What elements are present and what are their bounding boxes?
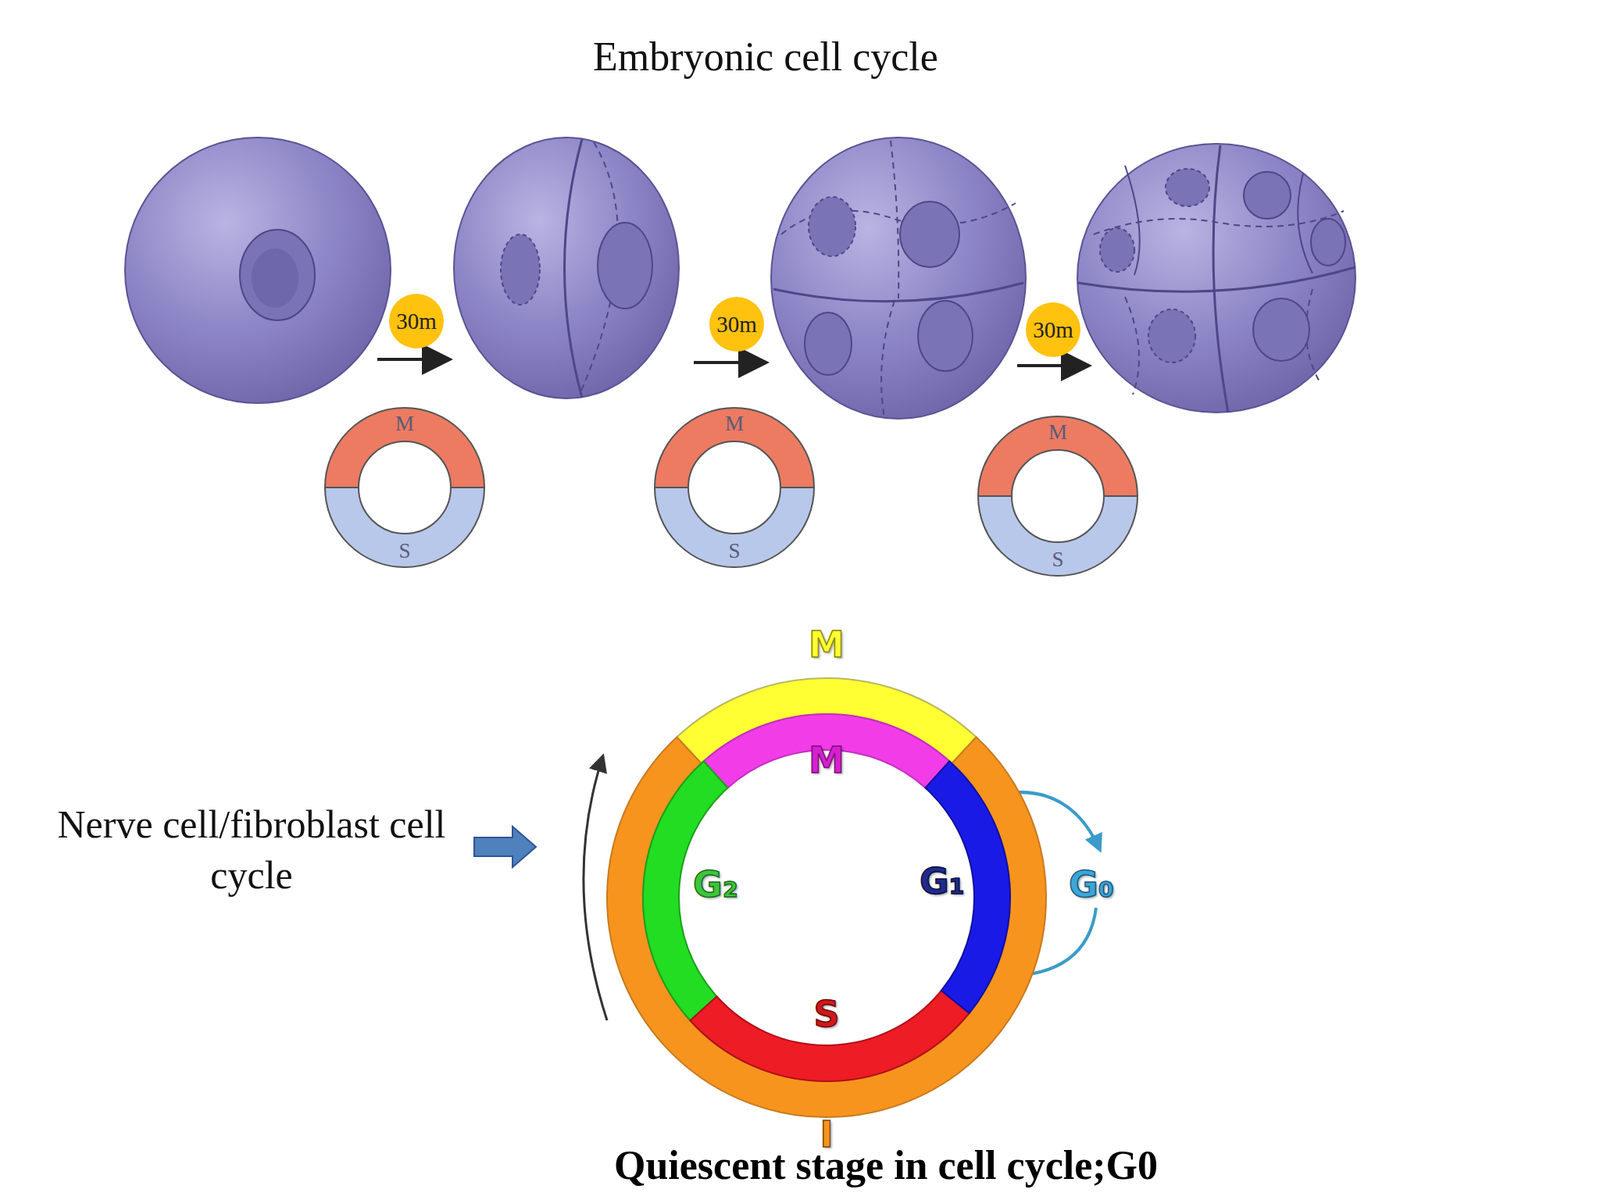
ring-segment xyxy=(325,487,485,568)
nucleus xyxy=(808,196,856,257)
g1-phase-band-shape xyxy=(588,659,1065,1136)
phase-label: S xyxy=(813,992,840,1036)
nucleus xyxy=(1310,218,1346,266)
nucleus-core xyxy=(251,248,299,308)
ring-segment xyxy=(325,407,485,488)
nucleus xyxy=(1148,309,1196,363)
time-badge: 30m xyxy=(709,296,765,352)
badge-circle xyxy=(389,293,444,349)
ring-segment xyxy=(978,416,1138,497)
g2-phase-band: G₂ xyxy=(588,659,1065,1136)
cleavage-furrow xyxy=(881,300,895,418)
m-phase-band-shape xyxy=(600,353,869,622)
ring-segment xyxy=(703,714,950,789)
time-badge-shape xyxy=(1025,302,1081,358)
phase-label: M xyxy=(395,411,415,436)
interphase-band: I xyxy=(552,623,1101,1172)
g0-label: G₀ xyxy=(1068,863,1115,906)
zygote xyxy=(125,137,391,404)
mitosis-band-shape xyxy=(552,623,1101,1172)
cell-type-label: Nerve cell/fibroblast cell cycle xyxy=(48,799,455,901)
nucleus xyxy=(1243,171,1291,219)
nucleus xyxy=(597,222,653,309)
direction-arrow xyxy=(583,757,608,1021)
nucleus xyxy=(239,229,315,321)
ring-segment xyxy=(925,760,1011,1014)
m-phase-band: M xyxy=(923,361,1193,631)
badge-circle xyxy=(709,296,765,352)
block-arrow xyxy=(474,826,536,868)
time-badge: 30m xyxy=(1025,302,1081,358)
phase-label: G₁ xyxy=(919,860,965,903)
m-phase-band-shape xyxy=(923,361,1193,631)
ring-segment xyxy=(654,487,815,568)
g0-exit-arrow xyxy=(964,792,1100,850)
nucleus xyxy=(900,201,960,268)
phase-label: 30m xyxy=(716,311,758,338)
nucleus xyxy=(500,234,540,305)
ring-segment xyxy=(654,407,815,488)
s-phase-band: S xyxy=(923,361,1193,631)
time-badge-shape xyxy=(389,293,444,349)
phase-label: 30m xyxy=(1032,317,1074,343)
s-phase-band-shape xyxy=(270,353,540,622)
ring-segment xyxy=(642,760,729,1021)
two-cell-embryo xyxy=(453,137,679,399)
diagram-caption: Quiescent stage in cell cycle;G0 xyxy=(614,1142,1158,1189)
cleavage-furrow xyxy=(1213,145,1229,413)
s-phase-band-shape xyxy=(588,659,1065,1136)
restriction-point-mark xyxy=(978,1012,1008,1033)
nucleus xyxy=(804,312,852,375)
nucleus xyxy=(1253,298,1310,361)
s-phase-band: S xyxy=(600,353,869,622)
phase-label: 30m xyxy=(396,308,437,335)
g2-phase-band-shape xyxy=(588,659,1065,1136)
nucleus xyxy=(1165,168,1210,207)
s-phase-band: S xyxy=(588,659,1065,1136)
phase-label: M xyxy=(1048,420,1068,445)
time-arrow xyxy=(1017,364,1086,368)
phase-label: S xyxy=(728,539,740,564)
m-phase-band-shape xyxy=(270,353,540,622)
m-phase-band-shape xyxy=(588,659,1065,1136)
phase-label: G₂ xyxy=(692,863,739,906)
phase-label: M xyxy=(808,623,845,666)
ring-segment xyxy=(689,990,969,1082)
s-phase-band-shape xyxy=(600,353,869,622)
m-phase-band: M xyxy=(270,353,540,622)
phase-label: M xyxy=(725,411,744,436)
cleavage-furrow xyxy=(1125,296,1140,395)
time-arrow xyxy=(693,360,764,365)
g0-return-arrow xyxy=(976,907,1097,977)
interphase-band-shape xyxy=(552,623,1101,1172)
ring-segment xyxy=(978,496,1138,576)
m-phase-band: M xyxy=(600,353,869,622)
phase-label: S xyxy=(1051,547,1064,572)
eight-cell-embryo xyxy=(1077,143,1356,413)
four-cell-embryo xyxy=(771,137,1026,419)
diagram-title: Embryonic cell cycle xyxy=(592,33,939,80)
s-phase-band: S xyxy=(270,353,540,622)
m-phase-band: M xyxy=(588,659,1065,1136)
time-arrow xyxy=(377,357,447,361)
phase-label: M xyxy=(808,739,845,782)
mitosis-band: M xyxy=(552,623,1101,1172)
ring-segment xyxy=(676,678,976,764)
nucleus xyxy=(1100,228,1135,272)
phase-label: S xyxy=(398,539,411,564)
g1-phase-band: G₁ xyxy=(588,659,1065,1136)
time-badge-shape xyxy=(709,296,765,352)
s-phase-band-shape xyxy=(923,361,1193,631)
time-badge: 30m xyxy=(389,293,444,349)
ring-segment xyxy=(607,736,1047,1118)
cleavage-furrow xyxy=(1093,210,1344,235)
badge-circle xyxy=(1025,302,1081,358)
cleavage-furrow xyxy=(564,139,583,398)
nucleus xyxy=(917,300,973,372)
interphase-tick xyxy=(826,1115,828,1140)
